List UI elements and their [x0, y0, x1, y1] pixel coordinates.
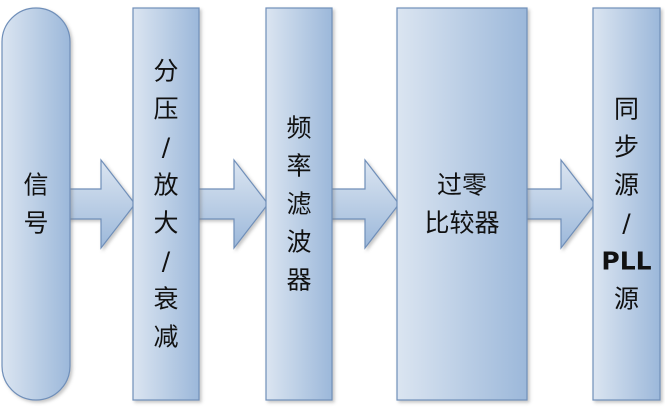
block-frequency-filter-line: 频 [286, 114, 311, 143]
block-sync-source-pll-line: / [622, 209, 631, 238]
block-signal-line: 号 [23, 209, 48, 238]
block-signal: 信号 [1, 7, 71, 401]
arrow-frequency-filter-to-zero-crossing-comparator [327, 158, 400, 250]
block-frequency-filter-line: 波 [286, 228, 311, 257]
arrow-signal-to-divide-amplify-attenuate [65, 158, 136, 250]
arrow-zero-crossing-comparator-to-sync-source-pll [522, 158, 596, 250]
block-frequency-filter-line: 滤 [286, 190, 311, 219]
block-zero-crossing-comparator-line: 过零 [437, 171, 487, 200]
block-divide-amplify-attenuate-line: 放 [153, 171, 178, 200]
block-zero-crossing-comparator-shape [396, 7, 528, 401]
block-divide-amplify-attenuate-line: 大 [153, 209, 178, 238]
block-sync-source-pll-line: 源 [614, 285, 639, 314]
block-sync-source-pll-line: 源 [614, 171, 639, 200]
block-divide-amplify-attenuate-shape [132, 7, 200, 401]
block-signal-shape [1, 7, 71, 401]
block-sync-source-pll-shape [592, 7, 661, 401]
arrows-layer [65, 158, 596, 250]
block-divide-amplify-attenuate-line: / [162, 133, 171, 162]
block-frequency-filter-shape [265, 7, 333, 401]
block-divide-amplify-attenuate: 分压 / 放大 / 衰减 [132, 7, 200, 401]
block-sync-source-pll-line: 步 [614, 133, 639, 162]
block-divide-amplify-attenuate-line: / [162, 247, 171, 276]
block-zero-crossing-comparator-line: 比较器 [424, 209, 499, 238]
block-divide-amplify-attenuate-line: 压 [153, 95, 178, 124]
block-divide-amplify-attenuate-line: 衰 [153, 285, 178, 314]
block-sync-source-pll-line: 同 [614, 95, 639, 124]
block-divide-amplify-attenuate-line: 分 [153, 57, 178, 86]
block-frequency-filter-line: 器 [286, 266, 311, 295]
arrow-divide-amplify-attenuate-to-frequency-filter [194, 158, 269, 250]
block-frequency-filter-line: 率 [286, 152, 311, 181]
block-signal-line: 信 [23, 171, 48, 200]
block-divide-amplify-attenuate-line: 减 [153, 323, 178, 352]
block-sync-source-pll-line: PLL [601, 247, 651, 276]
